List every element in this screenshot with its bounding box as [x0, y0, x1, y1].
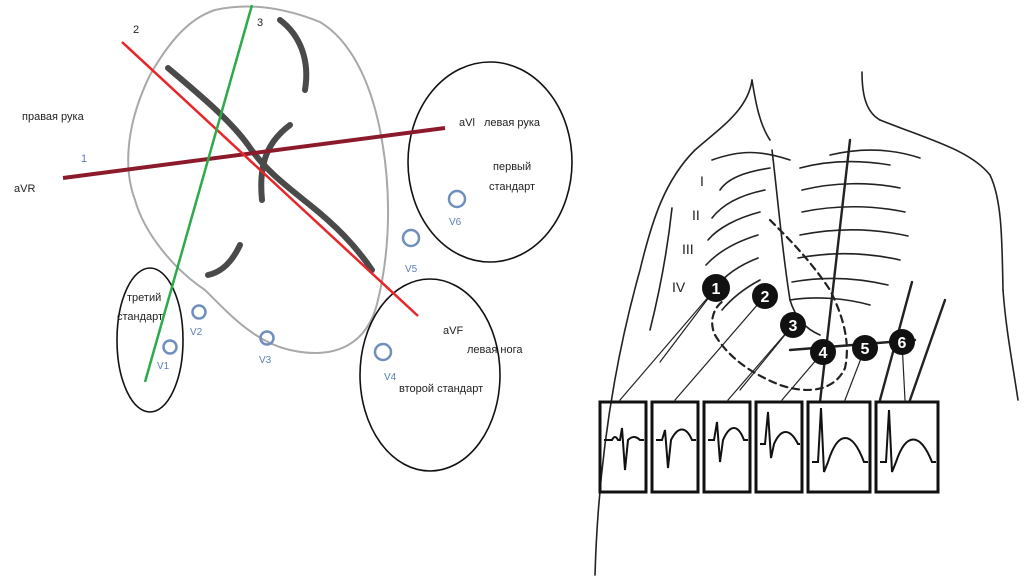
third-standard-circle — [116, 267, 184, 413]
shoulder-right — [879, 119, 1004, 291]
chest-electrode-6: 6 — [889, 329, 915, 355]
chest-electrode-5-label: 5 — [861, 341, 870, 358]
left-diagram: 1 2 3 правая рука aVR aVl левая рука пер… — [14, 4, 573, 472]
ecg-box-v5 — [806, 400, 872, 494]
ecg-box-v1 — [598, 400, 648, 494]
electrode-v4: V4 — [373, 342, 397, 383]
rib-number-2: II — [692, 207, 700, 223]
neck-right — [861, 71, 881, 121]
right-diagram — [594, 71, 1019, 576]
electrode-v2: V2 — [190, 304, 207, 338]
line-number-3: 3 — [257, 17, 263, 29]
torso-outline — [594, 79, 753, 576]
lead-diagonal-right-2 — [908, 298, 947, 402]
arm-left-inner — [649, 207, 673, 331]
electrode-v3: V3 — [259, 330, 275, 366]
electrode-v2-label: V2 — [190, 327, 203, 338]
electrode-v1-label: V1 — [157, 361, 170, 372]
ecg-box-v3 — [702, 400, 752, 494]
chest-electrode-5: 5 — [852, 335, 878, 361]
chest-electrode-1-label: 1 — [712, 281, 721, 298]
heart-outline-dashed — [711, 218, 848, 391]
line-number-2: 2 — [133, 24, 139, 36]
lead-wires — [619, 287, 906, 401]
electrode-v6-label: V6 — [449, 217, 462, 228]
label-first-standard-line1: первый — [493, 161, 531, 173]
chest-electrodes: 1 2 3 4 5 6 — [702, 274, 915, 365]
electrode-v5-label: V5 — [405, 264, 418, 275]
lead-axis-3 — [143, 4, 254, 383]
electrode-v3-label: V3 — [259, 355, 272, 366]
label-second-standard: второй стандарт — [399, 383, 483, 395]
chest-electrode-3: 3 — [780, 312, 806, 338]
chest-electrode-4: 4 — [810, 339, 836, 365]
electrode-v5: V5 — [401, 228, 421, 275]
neck-left — [751, 79, 771, 141]
ribs-right — [789, 160, 909, 306]
ecg-box-v4 — [754, 400, 804, 494]
left-leg-circle — [359, 278, 501, 472]
clavicle-right — [829, 149, 921, 159]
clavicle-left — [711, 151, 791, 161]
rib-numerals: I II III IV — [672, 173, 704, 295]
lead-axis-1 — [62, 126, 446, 180]
chest-electrode-4-label: 4 — [819, 345, 828, 362]
chest-electrode-3-label: 3 — [789, 318, 798, 335]
label-third-standard-line2: стандарт — [117, 311, 163, 323]
chest-electrode-6-label: 6 — [898, 335, 907, 352]
electrode-v1: V1 — [157, 339, 178, 372]
label-left-leg: левая нога — [467, 344, 523, 356]
label-left-arm: левая рука — [484, 117, 541, 129]
ecg-boxes — [598, 400, 940, 494]
label-right-arm: правая рука — [22, 111, 85, 123]
arm-right — [1002, 289, 1019, 401]
heart-contour — [165, 17, 375, 278]
ecg-box-v6 — [874, 400, 940, 494]
electrode-v6: V6 — [447, 189, 467, 228]
label-avl: aVl — [459, 117, 475, 129]
line-number-1: 1 — [81, 153, 87, 165]
rib-number-3: III — [682, 241, 694, 257]
label-avr: aVR — [14, 183, 35, 195]
chest-electrode-1: 1 — [702, 274, 730, 302]
chest-outline — [127, 5, 390, 354]
sternum — [771, 149, 821, 336]
label-third-standard-line1: третий — [127, 292, 161, 304]
lead-axis-2 — [121, 41, 419, 317]
ecg-box-v2 — [650, 400, 700, 494]
rib-number-1: I — [700, 173, 704, 189]
label-avf: aVF — [443, 325, 463, 337]
label-first-standard-line2: стандарт — [489, 181, 535, 193]
electrode-v4-label: V4 — [384, 372, 397, 383]
chest-electrode-2: 2 — [752, 283, 778, 309]
left-arm-circle — [407, 61, 573, 263]
chest-electrode-2-label: 2 — [761, 289, 770, 306]
rib-number-4: IV — [672, 279, 686, 295]
